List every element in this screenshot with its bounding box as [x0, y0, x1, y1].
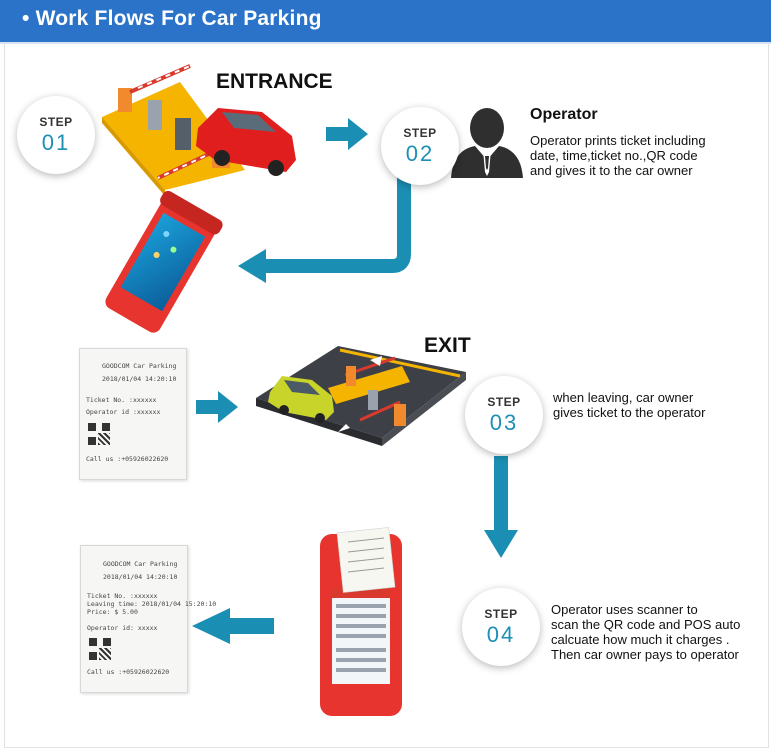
step-3-description: when leaving, car owner gives ticket to …	[553, 390, 706, 420]
ticket-number: Ticket No. :xxxxxx	[87, 592, 158, 600]
qr-code-icon	[89, 638, 111, 660]
pos-receipt-terminal-icon	[320, 527, 402, 716]
step-1-circle: STEP 01	[17, 96, 95, 174]
arrow-left-icon	[192, 608, 274, 644]
step-2-word: STEP	[403, 126, 437, 140]
step-1-number: 01	[41, 130, 71, 155]
ticket-operator: Operator id: xxxxx	[87, 624, 158, 632]
ticket-title: GOODCOM Car Parking	[103, 560, 178, 568]
qr-code-icon	[88, 423, 110, 445]
entrance-scene-illustration	[102, 64, 296, 196]
ticket-call: Call us :+05926022620	[86, 455, 169, 463]
step-2-circle: STEP 02	[381, 107, 459, 185]
operator-description: Operator prints ticket including date, t…	[530, 133, 706, 178]
step-4-description: Operator uses scanner to scan the QR cod…	[551, 602, 741, 662]
ticket-title: GOODCOM Car Parking	[102, 362, 177, 370]
exit-label: EXIT	[424, 334, 471, 357]
exit-scene-illustration	[256, 346, 466, 446]
barrier-gate-icon	[118, 64, 230, 180]
ticket-receipt-icon: GOODCOM Car Parking 2018/01/04 14:20:10 …	[79, 348, 187, 480]
entrance-label: ENTRANCE	[216, 70, 333, 93]
step-3-circle: STEP 03	[465, 376, 543, 454]
step-4-circle: STEP 04	[462, 588, 540, 666]
ticket-call: Call us :+05926022620	[87, 668, 170, 676]
arrow-down-icon	[484, 456, 518, 558]
step-2-number: 02	[405, 141, 435, 166]
ticket-datetime: 2018/01/04 14:20:10	[102, 375, 177, 383]
ticket-receipt-icon: GOODCOM Car Parking 2018/01/04 14:20:10 …	[80, 545, 216, 693]
step-3-word: STEP	[487, 395, 521, 409]
step-4-word: STEP	[484, 607, 518, 621]
car-icon	[196, 108, 296, 176]
step-1-word: STEP	[39, 115, 73, 129]
ticket-datetime: 2018/01/04 14:20:10	[103, 573, 178, 581]
arrow-down-left-icon	[238, 176, 411, 283]
pos-terminal-icon	[105, 190, 223, 333]
page-title: • Work Flows For Car Parking	[22, 7, 322, 30]
header-bar: • Work Flows For Car Parking	[0, 0, 771, 44]
step-3-number: 03	[489, 410, 519, 435]
ticket-operator: Operator id :xxxxxx	[86, 408, 161, 416]
arrow-right-icon	[326, 118, 368, 150]
operator-title: Operator	[530, 106, 598, 123]
ticket-price: Price: $ 5.00	[87, 608, 138, 616]
ticket-leaving-time: Leaving time: 2018/01/04 15:20:10	[87, 600, 217, 608]
content-frame	[4, 44, 769, 748]
ticket-number: Ticket No. :xxxxxx	[86, 396, 157, 404]
arrow-right-icon	[196, 391, 238, 423]
step-4-number: 04	[486, 622, 516, 647]
car-icon	[268, 376, 334, 423]
operator-person-icon	[451, 108, 523, 178]
